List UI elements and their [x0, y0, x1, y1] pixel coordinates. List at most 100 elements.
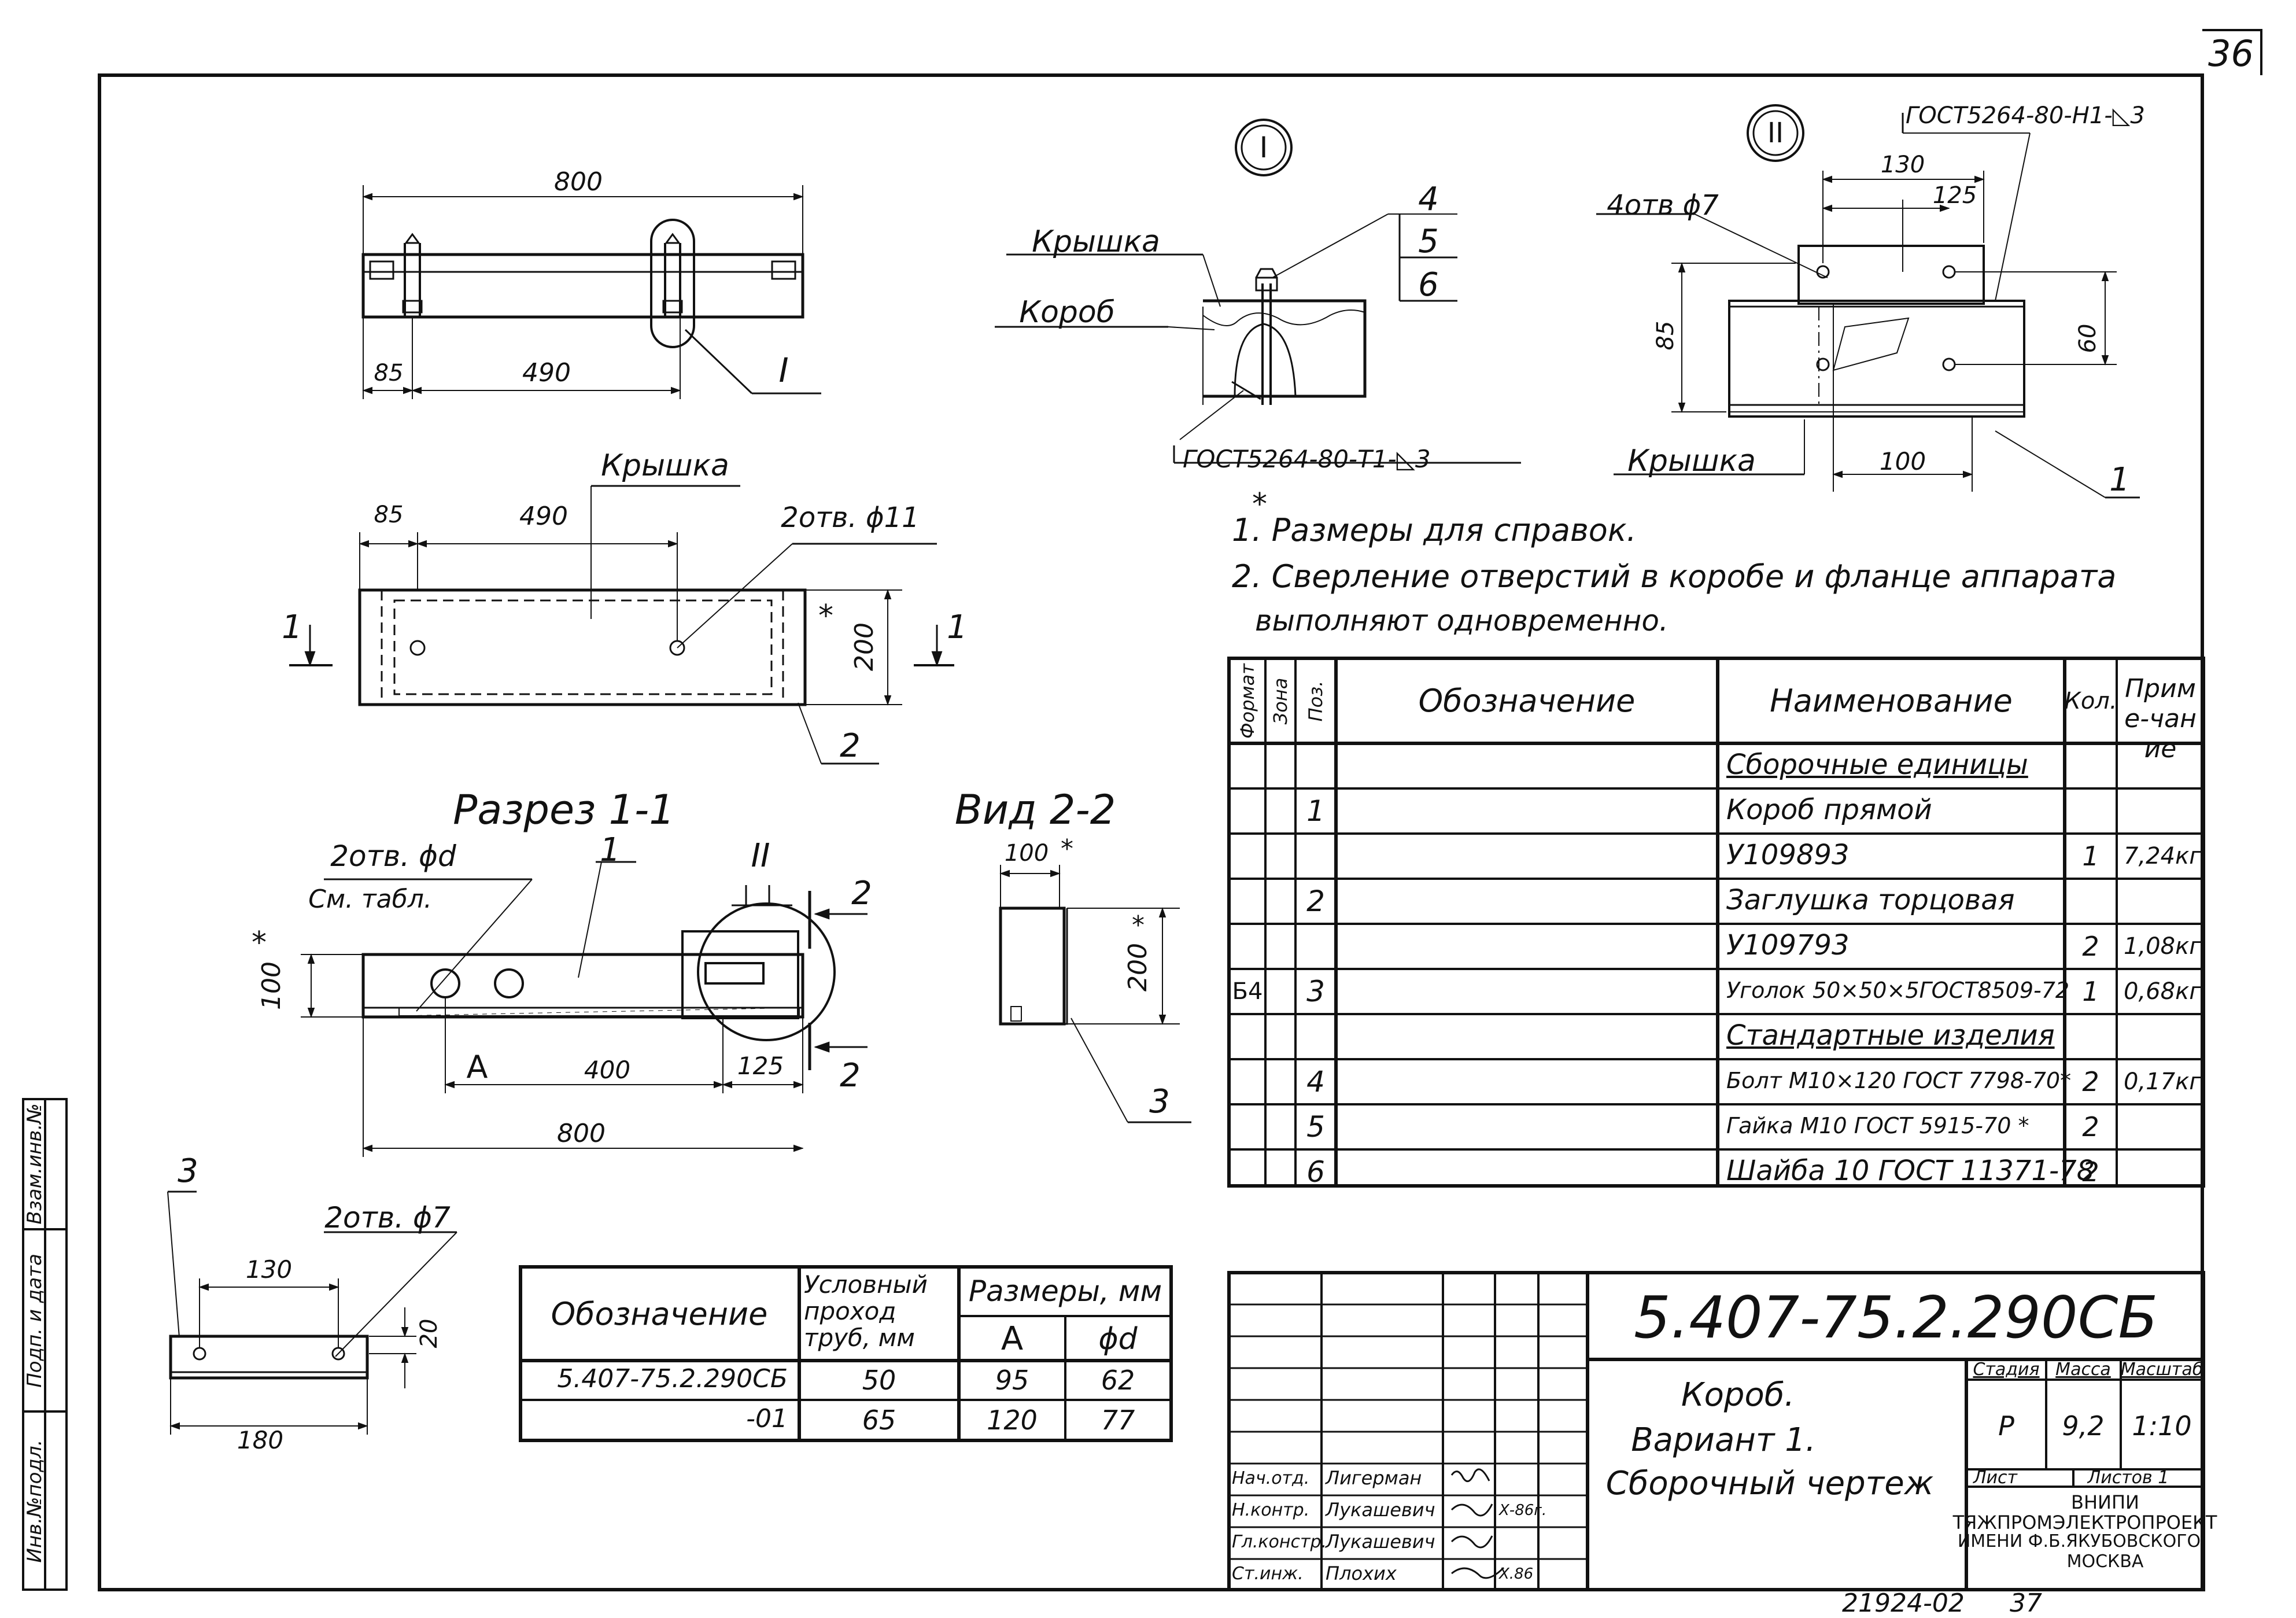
- footer-page-number: 37: [2010, 1588, 2042, 1618]
- spec-table-grid: [1227, 657, 2205, 1188]
- spec-row-name: Уголок 50×50×5ГОСТ8509-72: [1726, 978, 2070, 1004]
- spec-row-pos: 5: [1306, 1110, 1325, 1144]
- spec-row-qty: 1: [2082, 841, 2099, 872]
- section-1-1: [301, 861, 868, 1157]
- node-ii-holes: 4отв ϕ7: [1607, 189, 1719, 222]
- node-i-label-box: Короб: [1019, 295, 1115, 330]
- size-row-a: 120: [987, 1405, 1038, 1436]
- spec-header-note: Приме-чание: [2124, 674, 2197, 764]
- size-row-designation: 5.407-75.2.290СБ: [557, 1363, 788, 1394]
- title-org-line4: МОСКВА: [2066, 1551, 2144, 1572]
- node-ii-weld: ГОСТ5264-80-Н1-◺3: [1906, 102, 2145, 129]
- spec-row-qty: 2: [2082, 931, 2099, 962]
- signature-marks: [1450, 1468, 1505, 1579]
- size-row-nominal: 50: [862, 1365, 896, 1396]
- note-2-continued: выполняют одновременно.: [1255, 604, 1669, 637]
- spec-row-pos: 1: [1306, 794, 1325, 828]
- spec-header-designation: Обозначение: [1418, 683, 1636, 719]
- sig-row-name: Лигерман: [1326, 1467, 1422, 1490]
- size-header-sizes: Размеры, мм: [968, 1274, 1162, 1308]
- node-ii-dim-60: 60: [2074, 323, 2101, 353]
- section-1-1-holes: 2отв. ϕd: [330, 839, 456, 873]
- plan-view-dim-left: 85: [374, 502, 404, 528]
- node-i: [995, 119, 1521, 464]
- sig-row-date: Х.86: [1499, 1565, 1534, 1583]
- node-ii-dim-130: 130: [1880, 152, 1925, 178]
- detail-3-holes: 2отв. ϕ7: [324, 1201, 451, 1234]
- spec-header-name: Наименование: [1770, 683, 2013, 719]
- size-row-d: 62: [1101, 1365, 1135, 1396]
- spec-row-qty: 2: [2082, 1066, 2099, 1097]
- notes-star: *: [1252, 487, 1267, 522]
- node-ii-mark: II: [1767, 117, 1784, 149]
- plan-view-pos-2: 2: [840, 727, 861, 765]
- title-block-grid: [1227, 1271, 2205, 1591]
- view-2-2-pos-3: 3: [1149, 1083, 1170, 1121]
- spec-row-pos: 2: [1306, 884, 1325, 918]
- sig-row-name: Плохих: [1326, 1562, 1397, 1585]
- node-i-label-cover: Крышка: [1032, 224, 1160, 259]
- view-2-2-star-top: *: [1061, 834, 1073, 864]
- size-header-designation: Обозначение: [551, 1296, 768, 1332]
- sheet-number-box: [2202, 29, 2262, 75]
- node-i-weld: ГОСТ5264-80-Т1-◺3: [1183, 445, 1431, 473]
- plan-view: [289, 485, 954, 765]
- sig-row-role: Н.контр.: [1232, 1499, 1310, 1520]
- sig-row-name: Лукашевич: [1326, 1531, 1435, 1553]
- title-doc-code: 5.407-75.2.290СБ: [1633, 1284, 2158, 1351]
- plan-view-section-mark-left: 1: [282, 609, 302, 646]
- title-scale-header: Масштаб: [2120, 1359, 2203, 1380]
- spec-row-pos: 3: [1306, 975, 1325, 1008]
- sig-row-role: Ст.инж.: [1232, 1563, 1304, 1584]
- size-table-grid: [519, 1265, 1173, 1442]
- spec-row-note: 0,17кг: [2124, 1068, 2202, 1095]
- title-org-line3: ИМЕНИ Ф.Б.ЯКУБОВСКОГО: [1957, 1531, 2201, 1551]
- spec-row-name: Заглушка торцовая: [1726, 883, 2015, 916]
- node-i-pos6: 6: [1418, 266, 1439, 304]
- spec-row-name: Короб прямой: [1726, 793, 1932, 826]
- spec-row-qty: 2: [2082, 1156, 2099, 1188]
- node-ii-dim-125: 125: [1932, 182, 1977, 209]
- node-i-pos5: 5: [1418, 223, 1439, 260]
- size-header-a: A: [1001, 1320, 1024, 1358]
- title-stage: Р: [1998, 1410, 2014, 1442]
- side-stamp-inv-podl: Инв.№подл.: [23, 1439, 46, 1563]
- spec-row-note: 7,24кг: [2124, 843, 2202, 869]
- archive-number: 21924-02: [1842, 1588, 1965, 1618]
- spec-row-name: Болт М10×120 ГОСТ 7798-70*: [1726, 1068, 2072, 1094]
- plan-view-section-mark-right: 1: [947, 609, 968, 646]
- node-ii-dim-85: 85: [1652, 320, 1679, 351]
- size-row-d: 77: [1101, 1405, 1135, 1436]
- plan-view-holes: 2отв. ϕ11: [781, 502, 920, 534]
- plan-view-label-cover: Крышка: [601, 448, 729, 483]
- spec-header-zone: Зона: [1269, 677, 1291, 725]
- side-stamp-frame: [22, 1098, 68, 1591]
- title-scale: 1:10: [2132, 1410, 2192, 1442]
- spec-row-pos: 6: [1306, 1155, 1325, 1189]
- spec-row-name: Сборочные единицы: [1726, 748, 2028, 781]
- spec-header-pos: Поз.: [1305, 680, 1327, 722]
- sig-row-name: Лукашевич: [1326, 1499, 1435, 1521]
- node-ii: [1596, 104, 2140, 499]
- section-1-1-dim-total: 800: [557, 1119, 606, 1148]
- node-ii-label-cover: Крышка: [1627, 444, 1756, 478]
- view-2-2-star-side: *: [1132, 911, 1145, 940]
- spec-row-name: Гайка М10 ГОСТ 5915-70 *: [1726, 1113, 2029, 1139]
- section-1-1-star: *: [252, 926, 267, 960]
- top-view-callout: I: [778, 351, 789, 390]
- spec-row-qty: 1: [2082, 976, 2099, 1007]
- title-mass: 9,2: [2062, 1410, 2105, 1442]
- sheet-number: 36: [2208, 32, 2254, 75]
- plan-view-dim-height: 200: [850, 622, 879, 671]
- section-1-1-view-mark-top: 2: [851, 875, 872, 912]
- title-mass-header: Масса: [2055, 1359, 2111, 1380]
- detail-3-pos: 3: [178, 1152, 198, 1190]
- node-ii-dim-100: 100: [1879, 447, 1926, 476]
- size-row-designation: -01: [746, 1403, 788, 1433]
- view-2-2-title: Вид 2-2: [954, 786, 1116, 834]
- side-stamp-vzam-inv: Взам.инв.№: [23, 1103, 46, 1225]
- spec-row-note: 0,68кг: [2124, 978, 2202, 1005]
- top-view: [361, 185, 821, 399]
- section-1-1-pos-1: 1: [600, 831, 621, 869]
